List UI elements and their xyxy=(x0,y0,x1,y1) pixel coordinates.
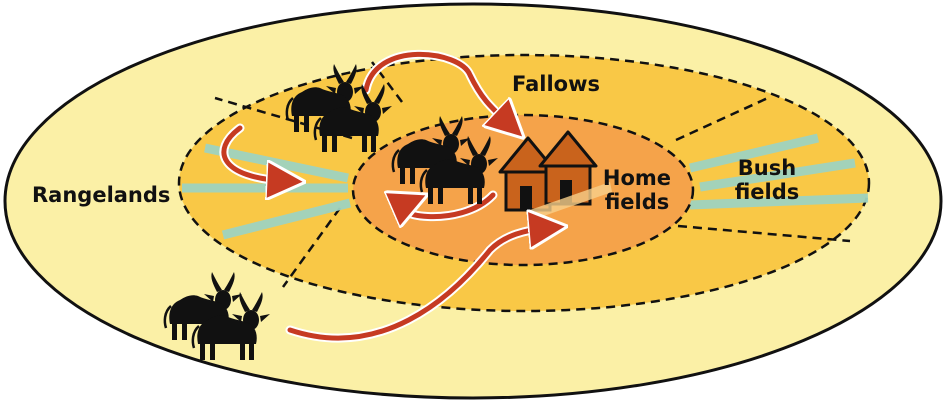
home-fields-line1: Home xyxy=(597,166,677,190)
rangelands-label: Rangelands xyxy=(32,183,170,207)
bush-fields-line1: Bush xyxy=(732,156,802,180)
fallows-label: Fallows xyxy=(512,72,600,96)
home-fields-line2: fields xyxy=(597,190,677,214)
bush-fields-line2: fields xyxy=(732,180,802,204)
bush-fields-label: Bush fields xyxy=(732,156,802,204)
home-fields-label: Home fields xyxy=(597,166,677,214)
